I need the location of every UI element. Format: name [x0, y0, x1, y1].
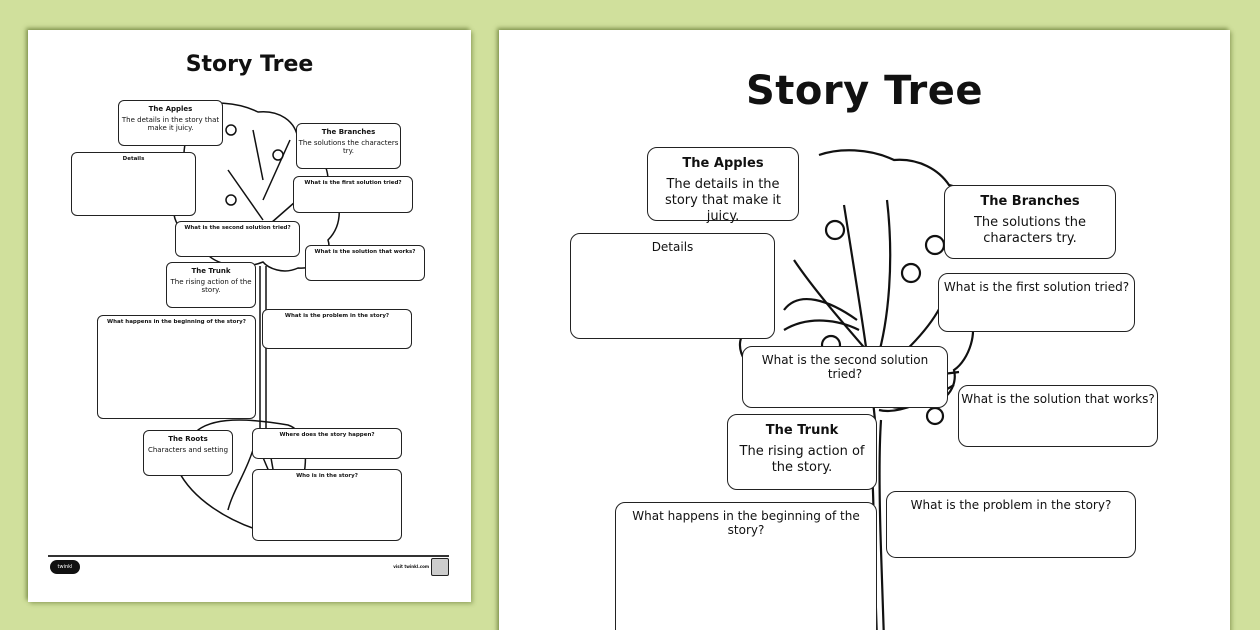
branches-box: The Branches The solutions the character…: [296, 123, 401, 169]
apples-box: The Apples The details in the story that…: [647, 147, 799, 224]
branches-box: The Branches The solutions the character…: [944, 185, 1116, 259]
trunk-description: The rising action of the story.: [170, 278, 252, 294]
first-solution-box[interactable]: What is the first solution tried?: [293, 176, 413, 213]
page-title: Story Tree: [745, 68, 983, 114]
apples-heading: The Apples: [148, 105, 193, 113]
twinkl-logo: twinkl: [50, 560, 80, 574]
apples-heading: The Apples: [682, 156, 764, 171]
worksheet-preview-zoomed: Story Tree The Apples The details in the…: [499, 30, 1230, 630]
footer-badge-icon: [431, 558, 449, 576]
setting-box[interactable]: Where does the story happen?: [252, 428, 402, 459]
branches-heading: The Branches: [321, 128, 376, 136]
first-solution-prompt: What is the first solution tried?: [943, 280, 1130, 294]
problem-box[interactable]: What is the problem in the story?: [886, 491, 1136, 558]
second-solution-prompt: What is the second solution tried?: [761, 353, 929, 381]
details-box[interactable]: Details: [570, 233, 775, 339]
branches-heading: The Branches: [980, 194, 1080, 209]
first-solution-box[interactable]: What is the first solution tried?: [938, 273, 1135, 332]
second-solution-box[interactable]: What is the second solution tried?: [175, 221, 300, 257]
working-solution-box[interactable]: What is the solution that works?: [305, 245, 425, 281]
working-solution-box[interactable]: What is the solution that works?: [958, 385, 1158, 447]
trunk-description: The rising action of the story.: [739, 444, 865, 475]
trunk-heading: The Trunk: [191, 267, 231, 275]
setting-prompt: Where does the story happen?: [279, 432, 375, 438]
problem-prompt: What is the problem in the story?: [284, 313, 390, 319]
problem-box[interactable]: What is the problem in the story?: [262, 309, 412, 349]
beginning-box[interactable]: What happens in the beginning of the sto…: [615, 502, 877, 630]
apples-box: The Apples The details in the story that…: [118, 100, 223, 146]
characters-box[interactable]: Who is in the story?: [252, 469, 402, 541]
roots-description: Characters and setting: [147, 446, 229, 454]
footer-divider: [48, 555, 449, 557]
roots-heading: The Roots: [168, 435, 208, 443]
apples-description: The details in the story that make it ju…: [664, 177, 782, 224]
trunk-box: The Trunk The rising action of the story…: [727, 414, 877, 490]
first-solution-prompt: What is the first solution tried?: [304, 180, 402, 186]
page-title: Story Tree: [185, 52, 314, 77]
details-prompt: Details: [122, 156, 145, 162]
working-solution-prompt: What is the solution that works?: [314, 249, 416, 255]
working-solution-prompt: What is the solution that works?: [961, 392, 1155, 406]
beginning-prompt: What happens in the beginning of the sto…: [632, 509, 860, 537]
roots-box: The Roots Characters and setting: [143, 430, 233, 476]
footer-text: visit twinkl.com: [393, 564, 429, 569]
details-prompt: Details: [651, 240, 694, 254]
problem-prompt: What is the problem in the story?: [910, 498, 1112, 512]
characters-prompt: Who is in the story?: [296, 473, 358, 479]
second-solution-box[interactable]: What is the second solution tried?: [742, 346, 948, 408]
branches-description: The solutions the characters try.: [973, 215, 1087, 246]
details-box[interactable]: Details: [71, 152, 196, 216]
worksheet-preview-full: Story Tree The Apples The details in the…: [28, 30, 471, 602]
second-solution-prompt: What is the second solution tried?: [184, 225, 291, 231]
apples-description: The details in the story that make it ju…: [121, 116, 220, 132]
branches-description: The solutions the characters try.: [298, 139, 399, 155]
beginning-prompt: What happens in the beginning of the sto…: [107, 319, 246, 325]
beginning-box[interactable]: What happens in the beginning of the sto…: [97, 315, 256, 419]
trunk-heading: The Trunk: [765, 423, 839, 438]
trunk-box: The Trunk The rising action of the story…: [166, 262, 256, 308]
